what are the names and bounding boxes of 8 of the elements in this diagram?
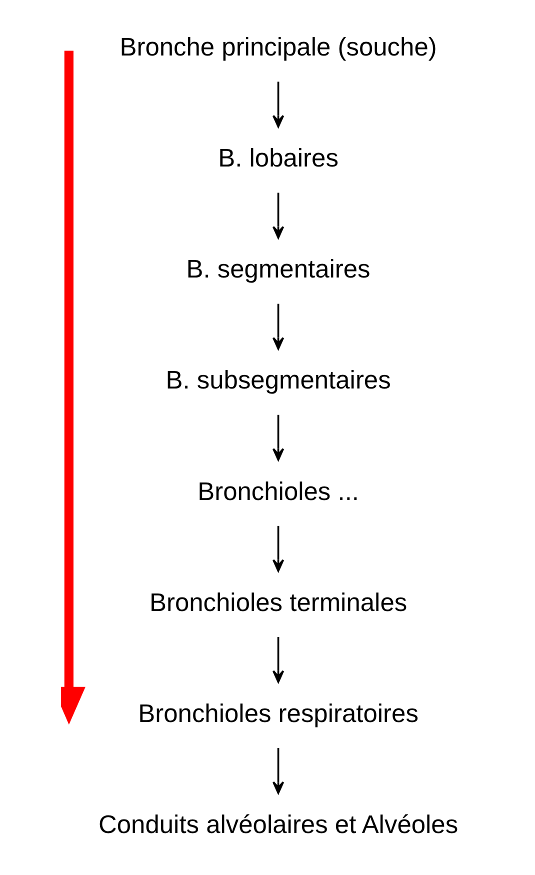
node-text: Bronchioles terminales	[149, 588, 408, 617]
node-text: Bronche principale (souche)	[120, 34, 437, 62]
node-text: B. segmentaires	[186, 256, 370, 284]
node-text: Bronchioles respiratoires	[138, 700, 418, 728]
node-text: Bronchioles ...	[198, 478, 359, 506]
node-text: B. subsegmentaires	[166, 366, 391, 395]
node-text: B. lobaires	[218, 144, 338, 173]
node-text: Conduits alvéolaires et Alvéoles	[98, 810, 458, 839]
